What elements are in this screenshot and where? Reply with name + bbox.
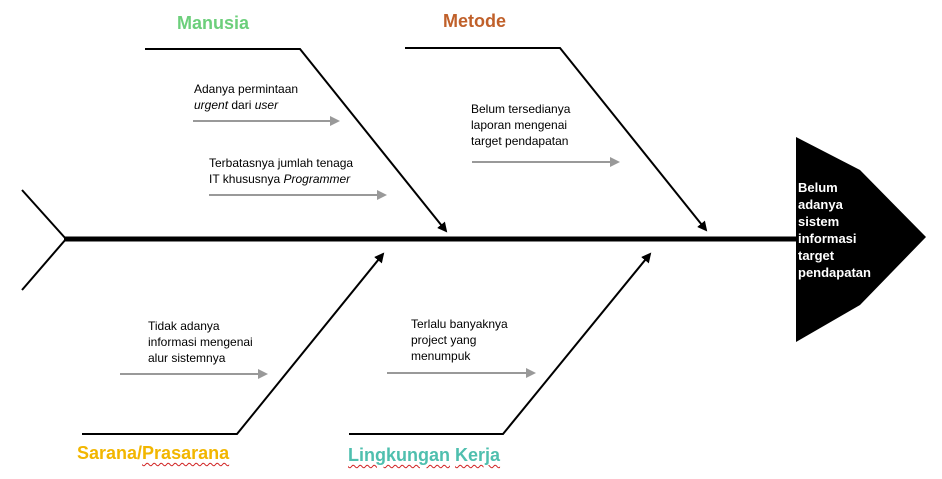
bone-sarana — [82, 252, 385, 435]
category-manusia-label: Manusia — [177, 13, 250, 33]
cause-text: IT khususnya — [209, 172, 284, 186]
cause-sarana-1: Tidak adanya informasi mengenai alur sis… — [148, 318, 253, 366]
effect-line: adanya — [798, 197, 843, 212]
cause-line: informasi mengenai — [148, 335, 253, 349]
cause-line: menumpuk — [411, 349, 471, 363]
effect-line: Belum — [798, 180, 838, 195]
cause-line: Adanya permintaan — [194, 82, 299, 96]
cause-italic: Programmer — [283, 172, 351, 186]
category-sarana-label-part2: Prasarana — [142, 443, 230, 463]
category-manusia: Manusia — [177, 13, 249, 34]
cause-line: Tidak adanya — [148, 319, 220, 333]
category-lingkungan: Lingkungan Kerja — [348, 445, 500, 466]
cause-italic: user — [254, 98, 279, 112]
effect-line: informasi — [798, 231, 857, 246]
cause-manusia-2: Terbatasnya jumlah tenaga IT khususnya P… — [209, 155, 353, 187]
cause-line: urgent dari user — [194, 97, 298, 113]
effect-line: pendapatan — [798, 265, 871, 280]
effect-line: sistem — [798, 214, 840, 229]
cause-line: IT khususnya Programmer — [209, 171, 353, 187]
cause-line: Belum tersedianya — [471, 102, 571, 116]
category-sarana: Sarana/Prasarana — [77, 443, 229, 464]
cause-italic: urgent — [194, 98, 229, 112]
bone-lingkungan — [349, 252, 652, 435]
fish-head — [796, 137, 926, 342]
cause-line: laporan mengenai — [471, 118, 568, 132]
fish-tail — [21, 189, 68, 291]
cause-metode-1: Belum tersedianya laporan mengenai targe… — [471, 101, 570, 149]
cause-line: Terlalu banyaknya — [411, 317, 508, 331]
cause-line: Terbatasnya jumlah tenaga — [209, 156, 354, 170]
effect-line: target — [798, 248, 835, 263]
category-lingkungan-label-part3: Kerja — [455, 445, 501, 465]
bone-manusia — [145, 48, 448, 233]
category-lingkungan-label-part1: Lingkungan — [348, 445, 450, 465]
category-sarana-label-part1: Sarana/ — [77, 443, 143, 463]
cause-manusia-1: Adanya permintaan urgent dari user — [194, 81, 298, 113]
cause-line: project yang — [411, 333, 477, 347]
cause-lingkungan-1: Terlalu banyaknya project yang menumpuk — [411, 316, 508, 364]
category-metode-label: Metode — [443, 11, 506, 31]
cause-line: target pendapatan — [471, 134, 569, 148]
effect-text: Belum adanya sistem informasi target pen… — [798, 179, 898, 281]
category-metode: Metode — [443, 11, 506, 32]
bone-metode — [405, 47, 708, 232]
cause-text: dari — [228, 98, 255, 112]
cause-line: alur sistemnya — [148, 351, 226, 365]
